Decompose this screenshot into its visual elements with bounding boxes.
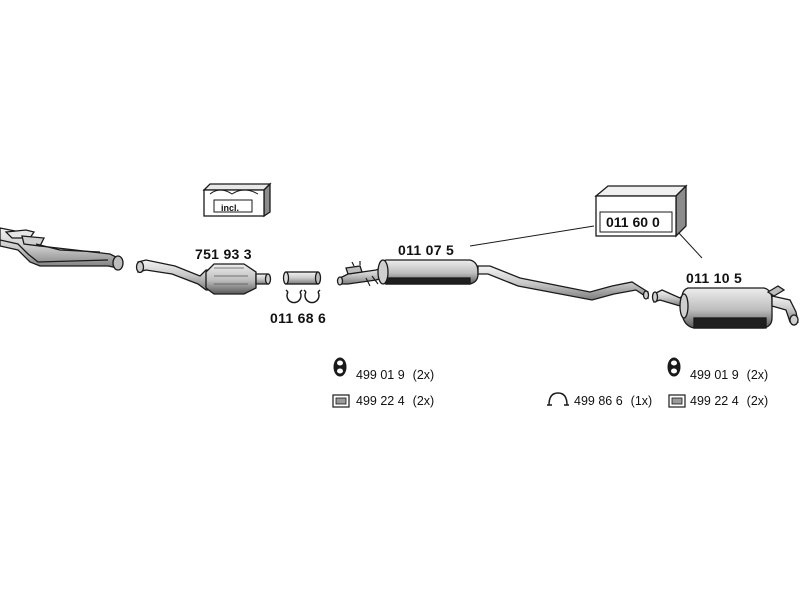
hardware-item: 499 22 4 (2x) [690, 394, 768, 408]
hardware-item: 499 22 4 (2x) [356, 394, 434, 408]
part-number-gasket-set: 011 68 6 [270, 310, 327, 326]
part-number-rear-silencer: 011 10 5 [686, 270, 743, 286]
leader-line-rear [677, 231, 703, 259]
catalytic-converter [135, 259, 272, 295]
kit-incl-label: incl. [221, 203, 240, 213]
rear-silencer [651, 285, 799, 329]
mounting-kit-box [594, 184, 688, 238]
hardware-qty: (2x) [412, 394, 435, 408]
part-number-mounting-kit: 011 60 0 [606, 214, 660, 230]
leader-line [469, 225, 595, 247]
hardware-code: 499 01 9 [690, 368, 739, 382]
hardware-code: 499 01 9 [356, 368, 405, 382]
middle-silencer [336, 259, 650, 301]
hardware-code: 499 22 4 [690, 394, 739, 408]
clamp-icon [668, 394, 686, 408]
hardware-item: 499 01 9 (2x) [356, 368, 434, 382]
hardware-qty: (2x) [746, 368, 769, 382]
connecting-sleeve [282, 271, 322, 285]
exhaust-manifold [0, 227, 124, 271]
hanger-icon [547, 392, 569, 406]
hardware-qty: (1x) [630, 394, 653, 408]
clamp-rings [285, 289, 321, 304]
part-number-catalytic-converter: 751 93 3 [195, 246, 252, 262]
rubber-mount-icon [333, 357, 347, 377]
rubber-mount-icon [667, 357, 681, 377]
part-number-middle-silencer: 011 07 5 [398, 242, 455, 258]
hardware-code: 499 86 6 [574, 394, 623, 408]
hardware-item: 499 01 9 (2x) [690, 368, 768, 382]
hardware-qty: (2x) [746, 394, 769, 408]
clamp-icon [332, 394, 350, 408]
hardware-qty: (2x) [412, 368, 435, 382]
kit-box-icon [202, 182, 272, 218]
hardware-item: 499 86 6 (1x) [574, 394, 652, 408]
hardware-code: 499 22 4 [356, 394, 405, 408]
